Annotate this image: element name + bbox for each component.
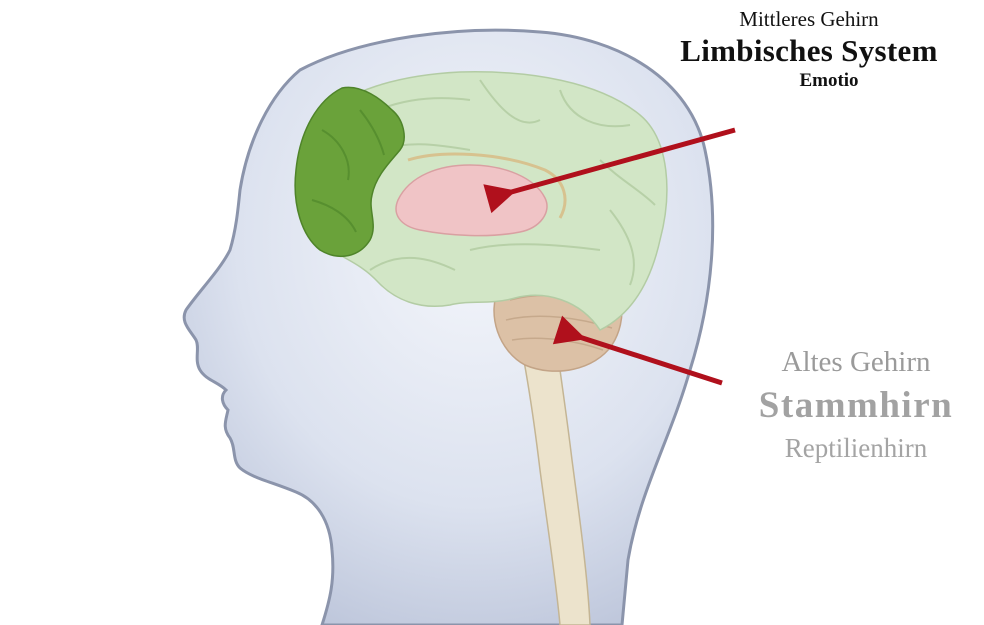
limbic-label-line1: Mittleres Gehirn (636, 6, 982, 32)
limbic-label-line2: Limbisches System (636, 32, 982, 70)
stem-label-line2: Stammhirn (728, 382, 984, 430)
stem-label-line1: Altes Gehirn (728, 342, 984, 382)
stem-label-group: Altes Gehirn Stammhirn Reptilienhirn (728, 342, 984, 466)
limbic-label-line3: Emotio (676, 70, 982, 92)
stem-label-line3: Reptilienhirn (728, 430, 984, 466)
limbic-label-group: Mittleres Gehirn Limbisches System Emoti… (636, 6, 982, 92)
